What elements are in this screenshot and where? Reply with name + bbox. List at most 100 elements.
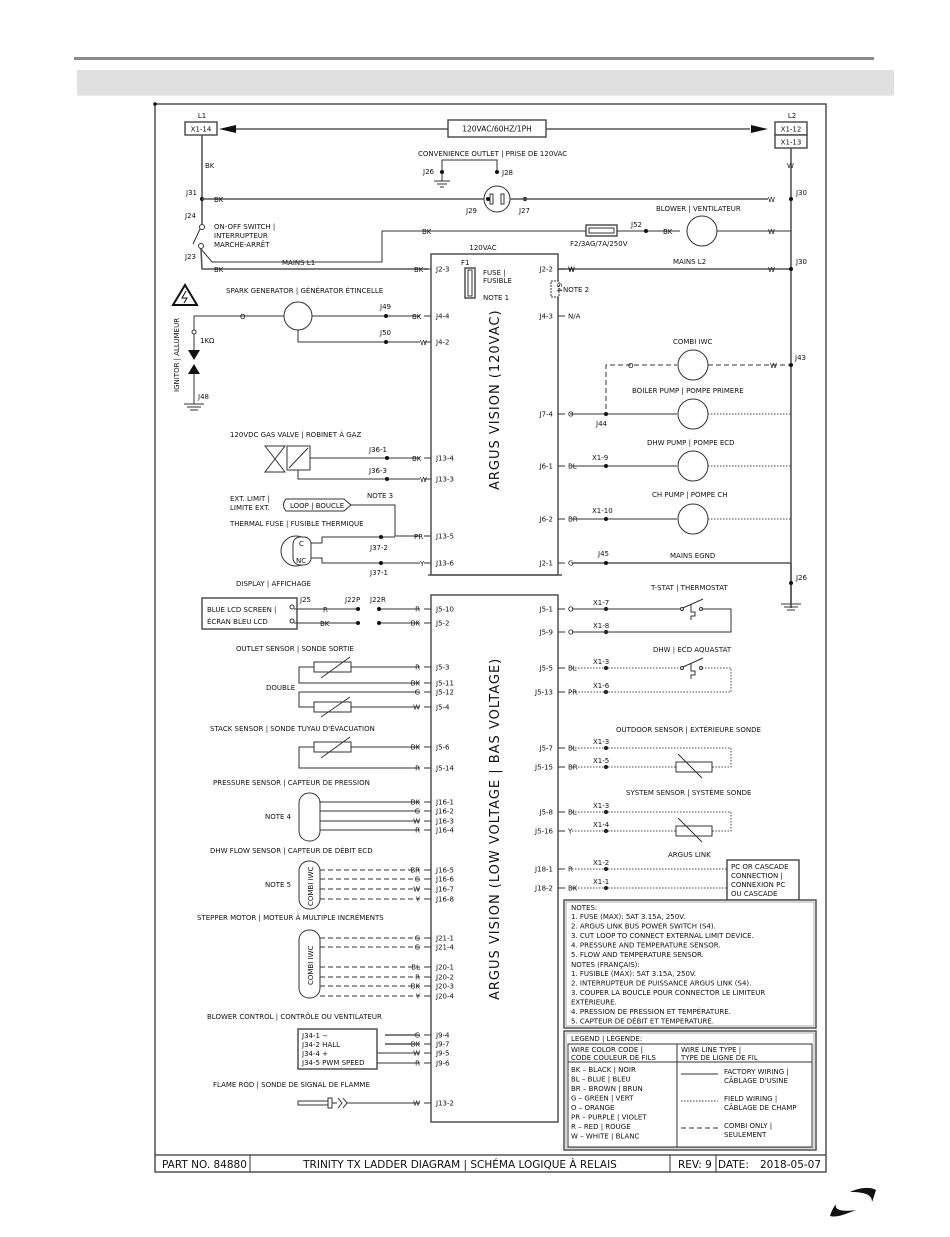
wire-label: O: [240, 313, 246, 321]
spark-generator-icon: [283, 301, 313, 331]
combi-iwc-pump-icon: [677, 349, 709, 381]
argus-link-label: ARGUS LINK: [668, 851, 711, 859]
j52-label: J52: [630, 221, 642, 229]
legend-col2-header: WIRE LINE TYPE |: [681, 1046, 741, 1054]
wire-label: Y: [567, 828, 573, 836]
board-pin-label: J5-5: [539, 665, 554, 673]
legend-col2-header-2: TYPE DE LIGNE DE FIL: [680, 1054, 758, 1062]
on-off-switch: [192, 228, 201, 245]
combi-iwc-tag: COMBI IWC: [307, 945, 315, 985]
board-pin-label: J16-2: [435, 808, 454, 816]
board-pin-label: J9-6: [435, 1060, 450, 1068]
blower-pin: J34-5 PWM SPEED: [301, 1059, 364, 1067]
aquastat-switch-icon: [682, 657, 704, 668]
system-sensor-label: SYSTEM SENSOR | SYSTÈME SONDE: [626, 788, 751, 797]
board-pin-label: J9-4: [435, 1032, 450, 1040]
legend-color-entry: R – RED | ROUGE: [571, 1123, 631, 1131]
wire-label: PR: [414, 533, 423, 541]
frame-corner-mark: [153, 102, 157, 106]
display-label: DISPLAY | AFFICHAGE: [236, 580, 311, 588]
terminal-label: X1-8: [593, 622, 609, 630]
blower-label: BLOWER | VENTILATEUR: [656, 205, 741, 213]
part-number: PART NO. 84880: [162, 1159, 247, 1171]
board-pin-label: J5-11: [435, 680, 454, 688]
j45-label: J45: [597, 550, 609, 558]
ext-limit-loop-icon: [283, 498, 352, 512]
j23-label: J23: [184, 253, 196, 261]
ignitor-electrode-icon: [188, 350, 200, 360]
board-pin-label: J13-2: [435, 1100, 454, 1108]
wire-label: W: [568, 266, 575, 274]
spark-generator-label: SPARK GENERATOR | GÉNÉRATOR ÉTINCELLE: [226, 286, 383, 295]
j37-1-label: J37-1: [369, 569, 388, 577]
board-lv-title: ARGUS VISION (LOW VOLTAGE | BAS VOLTAGE): [488, 658, 503, 1000]
j30-label: J30: [795, 258, 807, 266]
j36-3-label: J36-3: [368, 467, 387, 475]
j37-2-label: J37-2: [369, 544, 388, 552]
outlet-sensor-thermistor-icon: [313, 661, 352, 673]
wire-label: BK: [214, 266, 224, 274]
terminal-label: X1-3: [593, 658, 609, 666]
flame-rod-label: FLAME ROD | SONDE DE SIGNAL DE FLAMME: [213, 1081, 370, 1089]
board-pin-label: J13-4: [435, 455, 454, 463]
gas-valve-icon: [263, 445, 287, 473]
wire-label: W: [420, 339, 427, 347]
legend-type-entry: COMBI ONLY |: [724, 1122, 772, 1130]
pc-cascade-text: CONNEXION PC: [731, 881, 785, 889]
board-pin-label: J16-7: [435, 886, 454, 894]
board-pin-label: J6-2: [539, 516, 554, 524]
x1-9-label: X1-9: [592, 454, 608, 462]
right-lv-components: T-STAT | THERMOSTAT DHW | ECD AQUASTAT O…: [572, 584, 800, 901]
legend-type-entry: CÂBLAGE D'USINE: [724, 1076, 788, 1085]
blower-pin: J34-2 HALL: [301, 1041, 340, 1049]
fuse-f2-label: F2/3AG/7A/250V: [570, 240, 628, 248]
board-pin-label: J2-1: [539, 560, 554, 568]
l1-terminal-box: [184, 121, 218, 136]
note-line: 3. COUPER LA BOUCLE POUR CONNECTOR LE LI…: [571, 989, 765, 997]
legend-color-entry: BK – BLACK | NOIR: [571, 1066, 636, 1074]
double-label: DOUBLE: [266, 684, 295, 692]
j30-label: J30: [795, 189, 807, 197]
j28-label: J28: [501, 169, 513, 177]
board-pin-label: J18-2: [534, 885, 553, 893]
wire-label: O: [628, 362, 634, 370]
board-hv-title: ARGUS VISION (120VAC): [488, 309, 503, 490]
board-pin-label: J4-2: [435, 339, 450, 347]
fuse-f1-label: FUSE |: [483, 269, 506, 277]
legend-col1-header: WIRE COLOR CODE |: [571, 1046, 643, 1054]
l2-terminal-a: X1-12: [781, 126, 802, 134]
blower-motor-icon: [686, 215, 718, 247]
j26-top-label: J26: [422, 168, 435, 176]
dhw-pump-icon: [677, 450, 709, 482]
wire-label: W: [768, 196, 775, 204]
board-pin-label: J2-2: [539, 266, 554, 274]
wire-label: BR: [410, 867, 420, 875]
note-line: 3. CUT LOOP TO CONNECT EXTERNAL LIMIT DE…: [571, 932, 754, 940]
note-line: 4. PRESSION DE PRESSION ET TEMPÉRATURE.: [571, 1007, 731, 1016]
note-line: 4. PRESSURE AND TEMPERATURE SENSOR.: [571, 942, 721, 950]
board-pin-label: J16-4: [435, 827, 454, 835]
j24-label: J24: [184, 212, 197, 220]
drawing-frame: [154, 103, 827, 1173]
fuse-f2-icon: [585, 224, 618, 237]
blower-control-connector: [297, 1028, 378, 1070]
blower-control-label: BLOWER CONTROL | CONTRÔLE OU VENTILATEUR: [207, 1012, 382, 1021]
wire-label: BK: [205, 162, 215, 170]
gas-valve-label: 120VDC GAS VALVE | ROBINET À GAZ: [230, 430, 361, 439]
board-hv-header: 120VAC: [469, 244, 496, 252]
x1-10-label: X1-10: [592, 507, 613, 515]
switch-label-2: INTERRUPTEUR: [214, 232, 268, 240]
note3-ref: NOTE 3: [367, 492, 393, 500]
board-pin-label: J16-5: [435, 867, 454, 875]
board-pin-label: J21-1: [435, 935, 454, 943]
board-pin-label: J5-14: [435, 765, 454, 773]
wire-label: N/A: [568, 313, 581, 321]
board-pin-label: J16-1: [435, 799, 454, 807]
board-pin-label: J20-4: [435, 993, 454, 1001]
note-line: 5. CAPTEUR DE DÉBIT ET TEMPERATURE.: [571, 1017, 714, 1026]
revision: REV: 9: [678, 1159, 712, 1171]
legend-color-entry: BL – BLUE | BLEU: [571, 1076, 631, 1084]
board-pin-label: J21-4: [435, 944, 454, 952]
ch-pump-icon: [677, 503, 709, 535]
